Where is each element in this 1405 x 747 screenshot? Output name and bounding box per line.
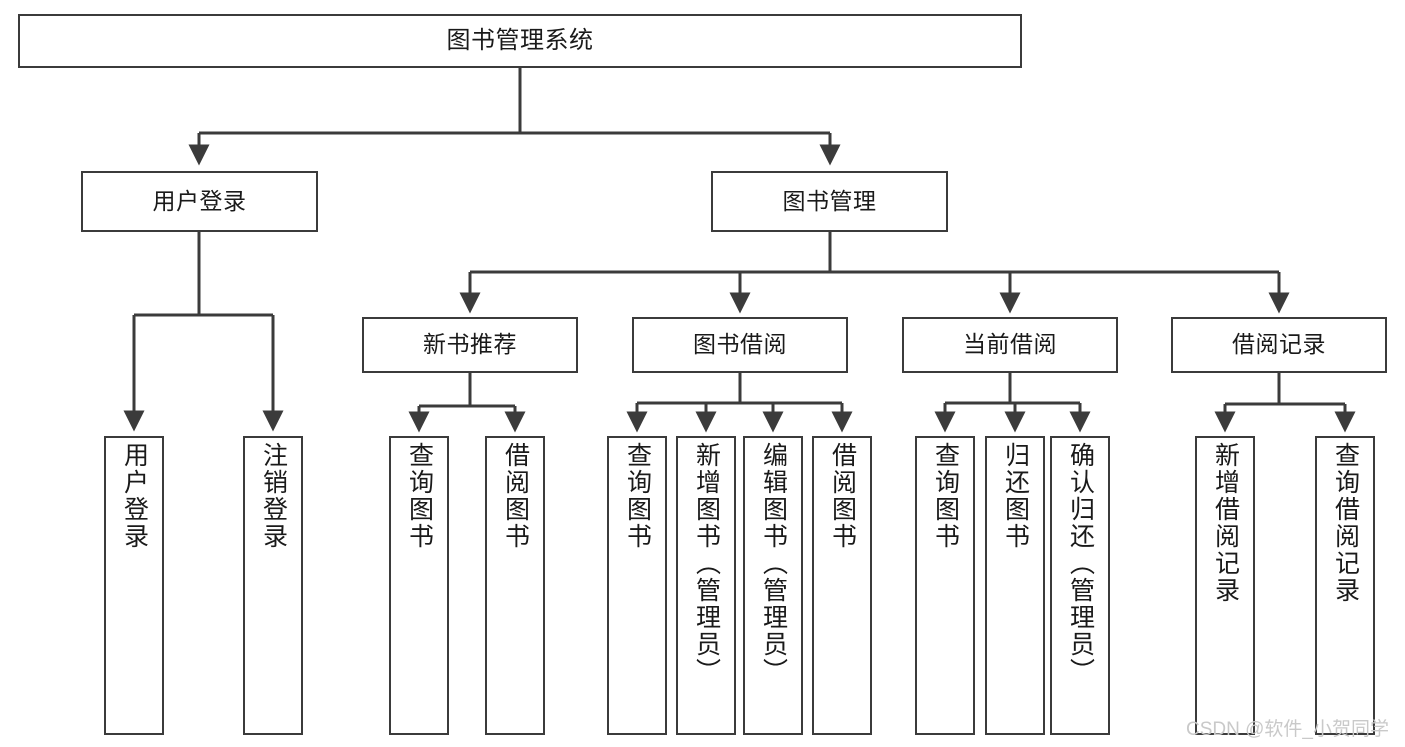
leaf-new-book-borrow-label: 借阅图书 <box>501 442 530 550</box>
leaf-user-login-logout-label: 注销登录 <box>259 442 288 550</box>
node-root[interactable]: 图书管理系统 <box>18 14 1022 68</box>
node-current-borrow-label: 当前借阅 <box>963 331 1057 358</box>
leaf-current-borrow-query-label: 查询图书 <box>931 442 960 550</box>
leaf-book-borrow-borrow-label: 借阅图书 <box>828 442 857 550</box>
leaf-borrow-record-add-label: 新增借阅记录 <box>1211 442 1240 604</box>
leaf-user-login-login[interactable]: 用户登录 <box>104 436 164 735</box>
node-new-book-recommend-label: 新书推荐 <box>423 331 517 358</box>
leaf-new-book-query-label: 查询图书 <box>405 442 434 550</box>
node-book-management[interactable]: 图书管理 <box>711 171 948 232</box>
leaf-borrow-record-query[interactable]: 查询借阅记录 <box>1315 436 1375 735</box>
leaf-user-login-logout[interactable]: 注销登录 <box>243 436 303 735</box>
node-root-label: 图书管理系统 <box>446 26 594 54</box>
leaf-book-borrow-query-label: 查询图书 <box>623 442 652 550</box>
node-borrow-record[interactable]: 借阅记录 <box>1171 317 1387 373</box>
leaf-current-borrow-return-label: 归还图书 <box>1001 442 1030 550</box>
leaf-current-borrow-confirm-label: 确认归还（管理员） <box>1066 442 1095 685</box>
leaf-book-borrow-edit-label: 编辑图书（管理员） <box>759 442 788 685</box>
node-user-login-label: 用户登录 <box>152 187 247 214</box>
leaf-book-borrow-edit[interactable]: 编辑图书（管理员） <box>743 436 803 735</box>
csdn-watermark: CSDN @软件_小贺同学 <box>1186 719 1389 740</box>
leaf-book-borrow-add-label: 新增图书（管理员） <box>692 442 721 685</box>
node-new-book-recommend[interactable]: 新书推荐 <box>362 317 578 373</box>
leaf-book-borrow-borrow[interactable]: 借阅图书 <box>812 436 872 735</box>
leaf-book-borrow-query[interactable]: 查询图书 <box>607 436 667 735</box>
node-book-borrow-label: 图书借阅 <box>693 331 787 358</box>
leaf-current-borrow-confirm[interactable]: 确认归还（管理员） <box>1050 436 1110 735</box>
node-book-borrow[interactable]: 图书借阅 <box>632 317 848 373</box>
leaf-current-borrow-return[interactable]: 归还图书 <box>985 436 1045 735</box>
node-user-login[interactable]: 用户登录 <box>81 171 318 232</box>
node-borrow-record-label: 借阅记录 <box>1232 331 1326 358</box>
leaf-new-book-borrow[interactable]: 借阅图书 <box>485 436 545 735</box>
node-book-management-label: 图书管理 <box>782 187 877 214</box>
leaf-borrow-record-add[interactable]: 新增借阅记录 <box>1195 436 1255 735</box>
leaf-book-borrow-add[interactable]: 新增图书（管理员） <box>676 436 736 735</box>
leaf-user-login-login-label: 用户登录 <box>120 442 149 550</box>
leaf-current-borrow-query[interactable]: 查询图书 <box>915 436 975 735</box>
leaf-new-book-query[interactable]: 查询图书 <box>389 436 449 735</box>
leaf-borrow-record-query-label: 查询借阅记录 <box>1331 442 1360 604</box>
node-current-borrow[interactable]: 当前借阅 <box>902 317 1118 373</box>
